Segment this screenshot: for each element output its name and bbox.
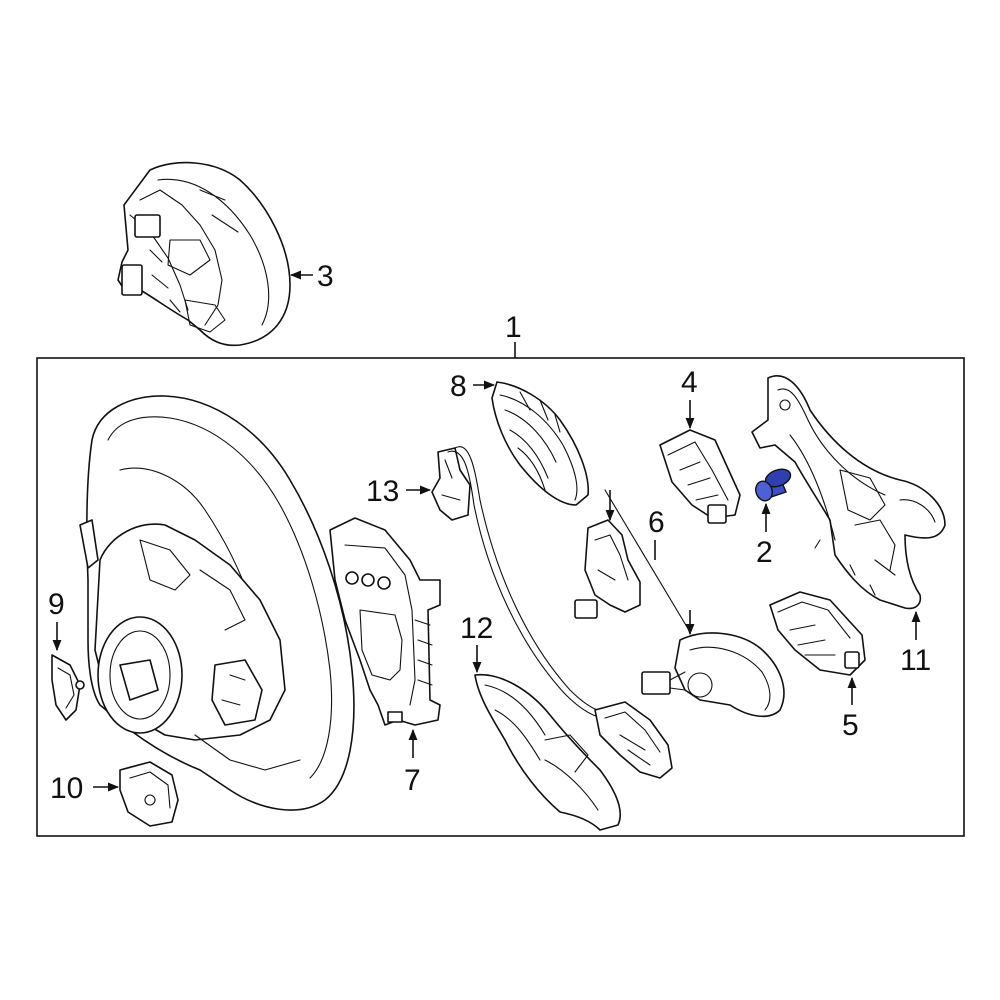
callout-11: 11 bbox=[900, 644, 931, 677]
screw-2-part[interactable] bbox=[753, 466, 793, 503]
assembly-frame bbox=[36, 357, 965, 837]
harness-connector-part[interactable] bbox=[594, 701, 673, 779]
wiring-harness-13-part[interactable] bbox=[431, 446, 616, 719]
callout-10: 10 bbox=[50, 772, 83, 805]
callout-5: 5 bbox=[842, 709, 859, 742]
callout-6: 6 bbox=[648, 506, 665, 539]
callout-8: 8 bbox=[450, 370, 467, 403]
wheel-frame-11-part[interactable] bbox=[751, 375, 946, 610]
callout-3: 3 bbox=[317, 260, 334, 293]
callout-12: 12 bbox=[460, 612, 493, 645]
steering-wheel-part[interactable] bbox=[79, 395, 355, 811]
callout-13: 13 bbox=[366, 475, 399, 508]
trim-cover-12-part[interactable] bbox=[474, 673, 622, 831]
switch-clip-9-part[interactable] bbox=[51, 654, 85, 721]
callout-1: 1 bbox=[505, 311, 522, 344]
callout-7: 7 bbox=[404, 764, 421, 797]
trim-cover-8-part[interactable] bbox=[491, 381, 589, 506]
callout-9: 9 bbox=[48, 588, 65, 621]
airbag-module-part[interactable] bbox=[117, 161, 291, 347]
callout-2: 2 bbox=[756, 536, 773, 569]
switch-assembly-6-part[interactable] bbox=[574, 489, 785, 718]
switch-module-5-part[interactable] bbox=[769, 591, 866, 676]
switch-cover-10-part[interactable] bbox=[119, 761, 179, 827]
switch-panel-7-part[interactable] bbox=[329, 517, 441, 726]
switch-module-4-part[interactable] bbox=[659, 429, 741, 524]
callout-4: 4 bbox=[681, 366, 698, 399]
